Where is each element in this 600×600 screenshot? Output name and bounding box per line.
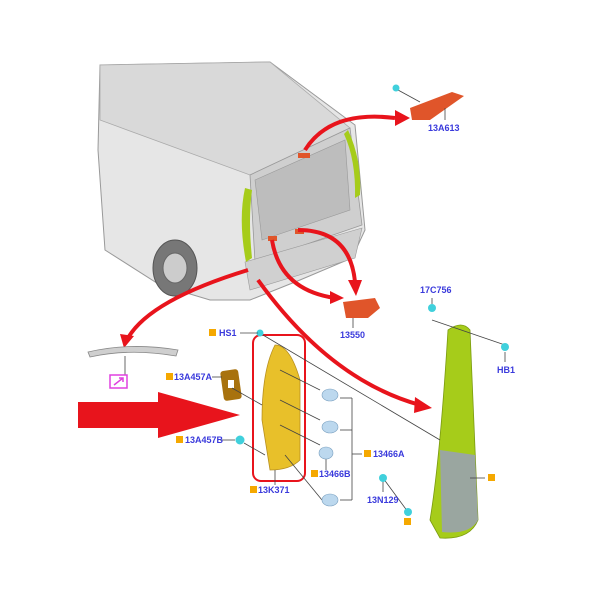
license-lamp <box>343 298 380 318</box>
arrow-to-13550-a <box>297 228 357 283</box>
label-13K371[interactable]: 13K371 <box>258 485 290 495</box>
label-HB1[interactable]: HB1 <box>497 365 515 375</box>
lamp-housing <box>261 344 301 471</box>
label-13A457A[interactable]: 13A457A <box>174 372 213 382</box>
moulding-part <box>87 346 179 358</box>
label-13466B[interactable]: 13466B <box>319 469 351 479</box>
markers <box>166 329 495 525</box>
label-17C756[interactable]: 17C756 <box>420 285 452 295</box>
label-13A613[interactable]: 13A613 <box>428 123 460 133</box>
arrow-to-moulding <box>126 268 249 340</box>
arrow-to-13550-b <box>270 239 336 300</box>
bulbs <box>318 388 339 507</box>
label-13550[interactable]: 13550 <box>340 330 365 340</box>
label-13N129[interactable]: 13N129 <box>367 495 399 505</box>
label-13466A[interactable]: 13466A <box>373 449 405 459</box>
label-13A457B[interactable]: 13A457B <box>185 435 224 445</box>
callout-arrows <box>126 114 421 407</box>
arrow-to-lamp <box>256 278 421 407</box>
label-HS1[interactable]: HS1 <box>219 328 237 338</box>
van-illustration <box>97 61 366 301</box>
high-mount-brake-lamp <box>410 92 464 120</box>
highlight-box <box>252 334 306 482</box>
link-icon[interactable] <box>109 374 128 389</box>
pointer-arrow <box>78 392 240 438</box>
arrow-to-13A613 <box>303 114 396 152</box>
